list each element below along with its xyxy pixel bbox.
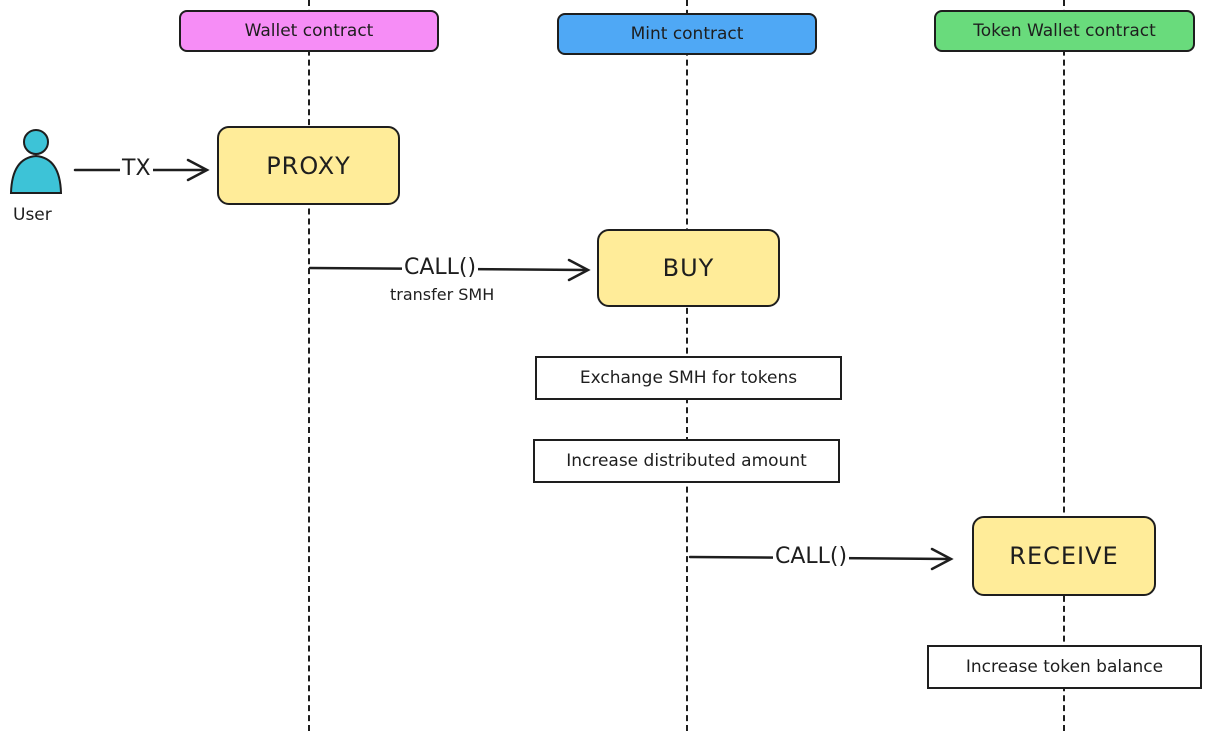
header-mint-contract: Mint contract <box>557 13 817 55</box>
receive-box: RECEIVE <box>972 516 1156 596</box>
buy-box: BUY <box>597 229 780 307</box>
note-balance: Increase token balance <box>927 645 1202 689</box>
lifeline-token-wallet <box>1063 0 1065 731</box>
call-label-1: CALL() <box>402 255 479 281</box>
note-exchange: Exchange SMH for tokens <box>535 356 842 400</box>
call-sublabel-1: transfer SMH <box>390 285 495 304</box>
note-distributed: Increase distributed amount <box>533 439 840 483</box>
call-label-2: CALL() <box>773 544 850 570</box>
header-token-wallet-contract: Token Wallet contract <box>934 10 1195 52</box>
lifeline-wallet <box>308 0 310 731</box>
user-label: User <box>13 205 52 225</box>
proxy-box: PROXY <box>217 126 400 205</box>
tx-label: TX <box>120 156 153 182</box>
header-wallet-contract: Wallet contract <box>179 10 439 52</box>
user-icon <box>9 129 63 194</box>
